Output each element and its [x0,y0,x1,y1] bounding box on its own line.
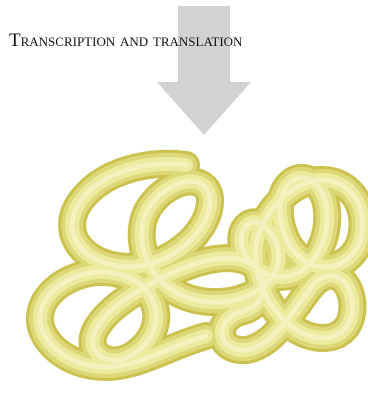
down-arrow-shape [157,6,251,135]
polypeptide-strand [40,164,363,367]
process-caption: Transcription and translation [9,30,243,51]
